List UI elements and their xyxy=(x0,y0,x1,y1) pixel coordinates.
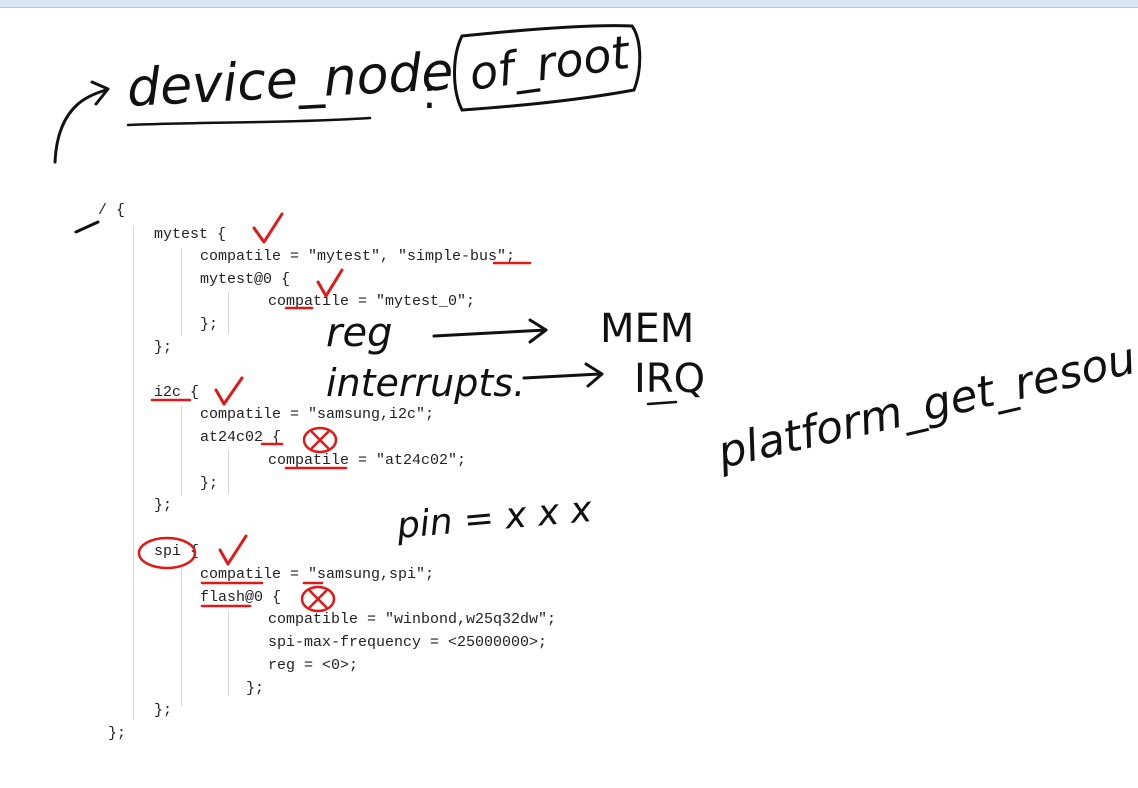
indent-guide xyxy=(133,226,134,720)
code-line: }; xyxy=(246,680,265,697)
handwritten-arrow xyxy=(432,328,548,338)
highlight-circle xyxy=(137,536,197,570)
handwritten-arrow xyxy=(522,372,602,380)
handwritten-arrowhead xyxy=(584,362,604,388)
indent-guide xyxy=(228,612,229,696)
handwritten-irq: IRQ xyxy=(634,356,705,402)
handwritten-underline xyxy=(646,400,678,406)
code-line: }; xyxy=(200,475,219,492)
check-mark-icon xyxy=(252,212,284,244)
code-line: compatile = "mytest", "simple-bus"; xyxy=(200,248,516,265)
handwritten-arrow xyxy=(53,88,108,164)
handwritten-platform-get-resource: platform_get_resour xyxy=(712,328,1138,479)
code-line: }; xyxy=(154,339,173,356)
code-line: compatile = "mytest_0"; xyxy=(268,293,476,310)
x-mark-icon xyxy=(302,426,338,454)
x-mark-icon xyxy=(300,585,336,613)
code-line: }; xyxy=(154,702,173,719)
code-line: spi-max-frequency = <25000000>; xyxy=(268,634,548,651)
code-line: }; xyxy=(200,316,219,333)
handwritten-device-node: device_node xyxy=(126,42,455,119)
code-line: i2c { xyxy=(154,384,200,401)
window-top-edge xyxy=(0,0,1138,8)
handwritten-mark xyxy=(74,220,100,234)
handwritten-box xyxy=(453,24,642,112)
handwritten-interrupts: interrupts. xyxy=(326,361,525,405)
code-line: compatile = "at24c02"; xyxy=(268,452,467,469)
check-mark-icon xyxy=(218,534,248,566)
handwritten-arrowhead xyxy=(90,80,110,106)
handwritten-of-root: of_root xyxy=(466,25,634,101)
indent-guide xyxy=(181,406,182,496)
handwritten-reg: reg xyxy=(326,310,392,356)
check-mark-icon xyxy=(214,376,244,406)
code-line: at24c02 { xyxy=(200,429,282,446)
code-line: compatible = "winbond,w25q32dw"; xyxy=(268,611,557,628)
code-line: reg = <0>; xyxy=(268,657,359,674)
code-line: }; xyxy=(108,725,127,742)
code-line: mytest@0 { xyxy=(200,271,291,288)
code-line: mytest { xyxy=(154,226,227,243)
code-line: / { xyxy=(98,202,126,219)
code-line: flash@0 { xyxy=(200,589,282,606)
handwritten-underline xyxy=(126,116,372,127)
handwritten-arrowhead xyxy=(528,318,548,344)
code-line: }; xyxy=(154,497,173,514)
indent-guide xyxy=(181,248,182,336)
indent-guide xyxy=(228,450,229,494)
indent-guide xyxy=(181,566,182,706)
check-mark-icon xyxy=(316,268,344,298)
handwritten-mem: MEM xyxy=(600,306,694,352)
handwritten-colon: : xyxy=(422,68,437,119)
handwritten-pin: pin = x x x xyxy=(394,489,594,547)
code-line: compatile = "samsung,i2c"; xyxy=(200,406,435,423)
code-line: compatile = "samsung,spi"; xyxy=(200,566,435,583)
indent-guide xyxy=(228,292,229,334)
